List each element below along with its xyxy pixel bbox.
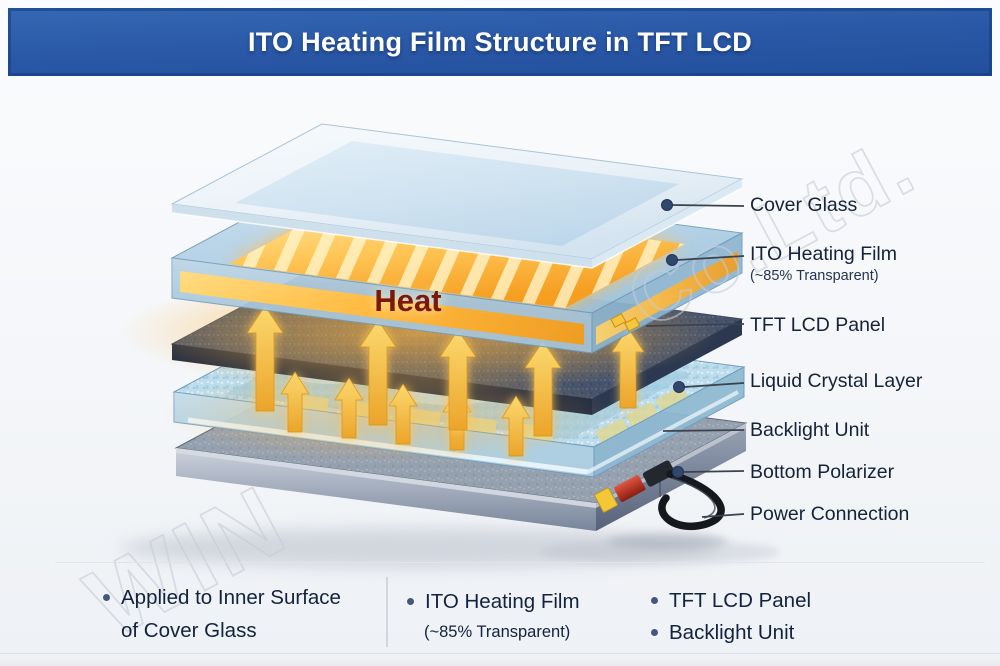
power-connection-cable (594, 460, 728, 549)
bullet-dot (651, 629, 658, 636)
power-cable-loop (658, 470, 725, 531)
bullet-dot (103, 594, 110, 601)
power-plug-red (614, 475, 646, 502)
cover-glass-anchor-dot (661, 199, 673, 211)
bullet-dot (407, 598, 414, 605)
ground-shadow (120, 528, 780, 568)
cover-glass-layer (170, 123, 744, 269)
title-banner: ITO Heating Film Structure in TFT LCD (8, 8, 992, 76)
power-plug-body (642, 460, 675, 487)
power-contact-block (594, 487, 618, 513)
footer-divider-horizontal (55, 562, 985, 563)
bottom-polarizer-anchor-dot (672, 466, 684, 478)
footer-note-tft-panel: TFT LCD Panel (651, 589, 811, 613)
bottom-edge-band (0, 653, 1000, 666)
liquid-crystal-anchor-dot (673, 381, 685, 393)
layer-label-backlight-unit: Backlight Unit (750, 419, 870, 441)
layer-label-liquid-crystal-layer: Liquid Crystal Layer (750, 370, 923, 392)
footer-divider-vertical (386, 577, 388, 647)
heat-label: Heat (374, 283, 441, 318)
layer-label-power-connection: Power Connection (750, 503, 910, 525)
heat-arrows-upper-row (246, 305, 645, 437)
layer-label-cover-glass: Cover Glass (750, 194, 858, 216)
layer-label-tft-lcd-panel: TFT LCD Panel (750, 314, 886, 336)
leader-lines (645, 199, 745, 518)
ito-contact-pads (610, 312, 641, 332)
bullet-dot (651, 597, 658, 604)
footer-note-applied-line2: of Cover Glass (121, 619, 257, 642)
layer-label-ito-subtext: (~85% Transparent) (750, 268, 879, 285)
footer-note-applied-line1: Applied to Inner Surface (103, 586, 341, 610)
footer-note-ito-film: ITO Heating Film (407, 590, 580, 614)
ito-anchor-dot (666, 254, 678, 266)
layer-label-ito-heating-film: ITO Heating Film (~85% Transparent) (750, 243, 898, 285)
layer-label-bottom-polarizer: Bottom Polarizer (750, 461, 895, 483)
footer-note-backlight-unit: Backlight Unit (651, 621, 794, 645)
footer-note-ito-transparency: (~85% Transparent) (424, 623, 571, 641)
page-title: ITO Heating Film Structure in TFT LCD (247, 26, 753, 57)
